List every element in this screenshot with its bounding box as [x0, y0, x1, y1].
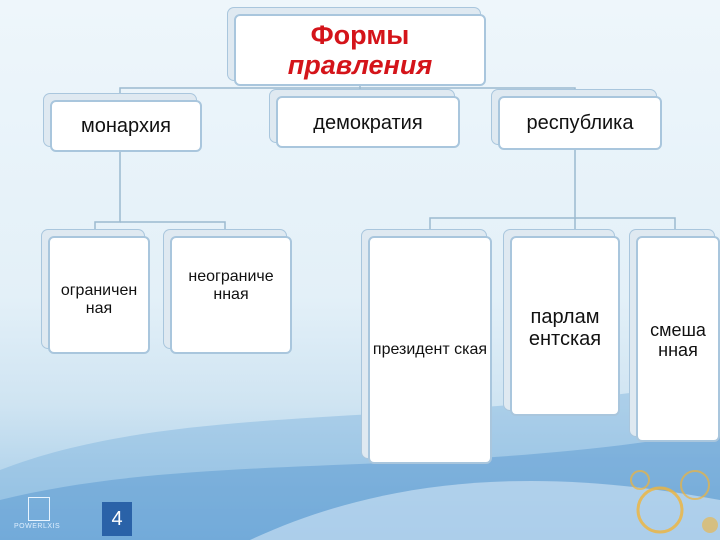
node-parliamentary-republic: парлам ентская — [510, 236, 620, 416]
node-presidential-republic: президент ская — [368, 236, 492, 464]
page-number: 4 — [102, 502, 132, 536]
logo-icon — [28, 497, 50, 521]
node-democracy-label: демократия — [313, 112, 423, 134]
node-monarchy: монархия — [50, 100, 202, 152]
node-mixed-label: смеша нная — [650, 320, 706, 360]
node-forms-of-government: Формы правления — [234, 14, 486, 86]
node-monarchy-label: монархия — [81, 114, 171, 137]
node-unlimited-label: неограниче нная — [188, 268, 274, 303]
node-parliamentary-label: парлам ентская — [528, 306, 602, 350]
node-limited-monarchy: ограничен ная — [48, 236, 150, 354]
node-democracy: демократия — [276, 96, 460, 148]
node-republic: республика — [498, 96, 662, 150]
node-presidential-label: президент ская — [372, 341, 488, 358]
brand-text: POWERLXIS — [14, 523, 61, 530]
brand-logo: POWERLXIS — [14, 497, 60, 533]
node-mixed-republic: смеша нная — [636, 236, 720, 442]
node-republic-label: республика — [526, 111, 634, 134]
node-unlimited-monarchy: неограниче нная — [170, 236, 292, 354]
node-limited-label: ограничен ная — [60, 282, 138, 317]
title-line-1: Формы — [310, 20, 410, 50]
title-line-2: правления — [287, 50, 433, 80]
